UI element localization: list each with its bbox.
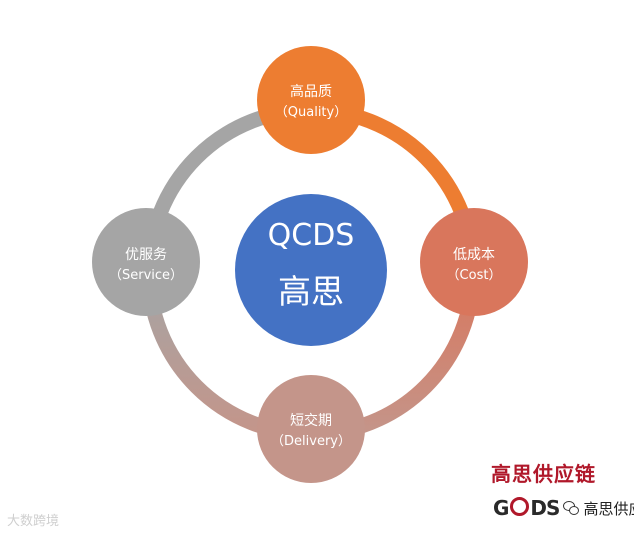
brand-wechat-name: 高思供应链: [583, 499, 634, 518]
node-delivery-title: 短交期: [290, 412, 332, 429]
node-delivery-circle: [257, 375, 365, 483]
brand-logo-ring-icon: [510, 497, 530, 516]
node-quality-title: 高品质: [290, 83, 332, 100]
node-quality-circle: [257, 46, 365, 154]
node-delivery: 短交期 （Delivery）: [257, 375, 365, 483]
node-quality-subtitle: （Quality）: [275, 105, 347, 120]
node-cost-title: 低成本: [453, 247, 495, 263]
brand-logo-right: DS: [530, 496, 560, 520]
node-cost-circle: [420, 208, 528, 316]
brand-title: 高思供应链: [491, 462, 596, 486]
node-delivery-subtitle: （Delivery）: [271, 434, 351, 449]
wechat-icon: [563, 501, 580, 515]
node-quality: 高品质 （Quality）: [257, 46, 365, 154]
watermark: 大数跨境: [7, 514, 60, 529]
node-cost: 低成本 （Cost）: [420, 208, 528, 316]
node-service-subtitle: （Service）: [109, 268, 183, 283]
node-service-title: 优服务: [125, 247, 167, 263]
center-label-qcds: QCDS: [268, 218, 355, 253]
brand-logo: G DS: [493, 496, 560, 520]
brand-logo-left: G: [493, 496, 509, 520]
node-service: 优服务 （Service）: [92, 208, 200, 316]
center-circle: [235, 194, 387, 346]
brand-logo-row: G DS 高思供应链: [493, 496, 634, 520]
node-service-circle: [92, 208, 200, 316]
center-label-gaosi: 高思: [278, 272, 344, 311]
node-cost-subtitle: （Cost）: [447, 268, 502, 283]
